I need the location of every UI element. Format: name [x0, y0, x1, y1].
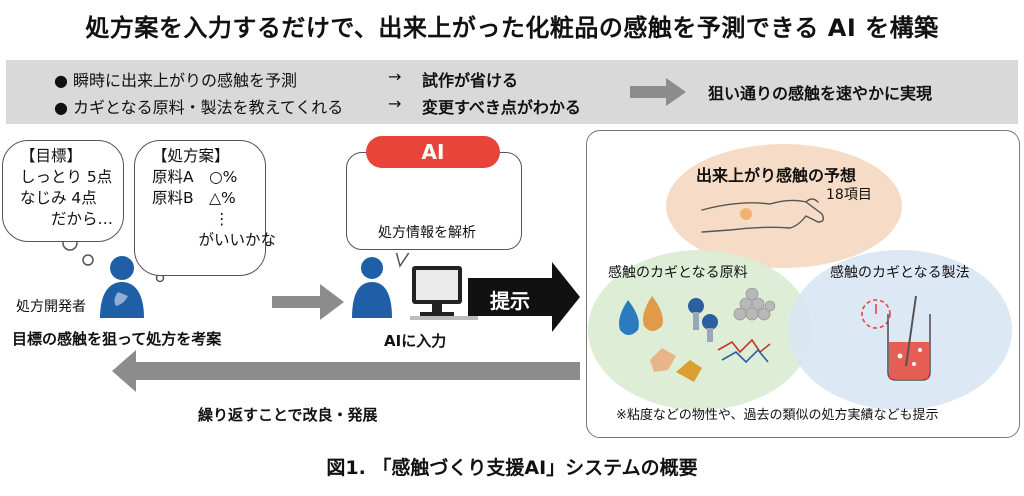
ai-bubble-tail-mask	[394, 247, 414, 253]
banner-result-1: 試作が省ける	[422, 71, 519, 90]
present-label: 提示	[490, 289, 530, 313]
thought-dot-left-2	[82, 254, 94, 266]
banner-bullet-1-text: 瞬時に出来上がりの感触を予測	[73, 71, 298, 90]
process-label: 感触のカギとなる製法	[830, 265, 970, 281]
crystal-gold-icon	[676, 360, 702, 382]
loop-label: 繰り返すことで改良・発展	[198, 406, 378, 424]
ingredients-label: 感触のカギとなる原料	[608, 265, 748, 281]
beaker-icon	[887, 295, 931, 381]
goal-thought-bubble	[2, 140, 124, 242]
banner-bullet-2-text: カギとなる原料・製法を教えてくれる	[73, 98, 344, 117]
process-circle	[788, 250, 1012, 410]
ai-bubble-tail	[395, 250, 412, 268]
capsule-icon	[688, 298, 718, 342]
ai-badge: AI	[366, 136, 500, 168]
banner-arrow-2: →	[388, 94, 402, 113]
spheres-pile-icon	[733, 287, 776, 321]
fiber-blue-icon	[721, 348, 769, 364]
fiber-red-icon	[717, 338, 771, 354]
present-arrow	[468, 262, 580, 332]
goal-bubble-text: 【目標】 しっとり 5点 なじみ 4点 だから…	[20, 147, 114, 228]
result-panel	[586, 130, 1020, 438]
ai-analysis-label: 処方情報を解析	[378, 225, 476, 241]
banner-conclusion: 狙い通りの感触を速やかに実現	[708, 84, 933, 103]
prediction-circle	[666, 144, 902, 268]
drop-blue-icon	[619, 300, 639, 335]
timer-icon	[861, 299, 891, 329]
developer-role-label: 処方開発者	[16, 299, 86, 315]
desk-icon	[410, 316, 478, 320]
prediction-title: 出来上がり感触の予想	[696, 166, 857, 185]
developer-person-icon	[100, 256, 144, 318]
formula-bubble-text: 【処方案】 原料A ○% 原料B △% ⋮ がいいかな	[152, 147, 277, 249]
developer-action-label: 目標の感触を狙って処方を考案	[12, 330, 222, 348]
hand-on-chin-icon	[114, 292, 128, 306]
ai-operator-person-icon	[352, 257, 392, 318]
arrow-to-ai	[272, 284, 344, 320]
cream-spot-icon	[740, 208, 752, 220]
banner-bullet-2: ● カギとなる原料・製法を教えてくれる	[54, 98, 344, 117]
banner-bullet-1: ● 瞬時に出来上がりの感触を予測	[54, 71, 298, 90]
result-note: ※粘度などの物性や、過去の類似の処方実績なども提示	[616, 408, 939, 423]
ai-analysis-bubble	[346, 152, 522, 250]
summary-banner	[6, 60, 1018, 124]
drop-orange-icon	[643, 296, 663, 331]
diagram-title: 処方案を入力するだけで、出来上がった化粧品の感触を予測できる AI を構築	[85, 14, 939, 42]
ai-input-label: AIに入力	[384, 332, 447, 350]
crystal-peach-icon	[650, 348, 676, 372]
figure-caption: 図1. 「感触づくり支援AI」システムの概要	[326, 457, 698, 479]
banner-right-arrow	[630, 78, 686, 106]
banner-arrow-1: →	[388, 67, 402, 86]
loop-back-arrow	[112, 350, 580, 392]
formula-thought-bubble	[134, 140, 266, 276]
arm-skin-icon	[701, 198, 825, 233]
prediction-count: 18項目	[826, 187, 872, 203]
monitor-icon	[412, 266, 462, 316]
banner-result-2: 変更すべき点がわかる	[422, 98, 581, 117]
